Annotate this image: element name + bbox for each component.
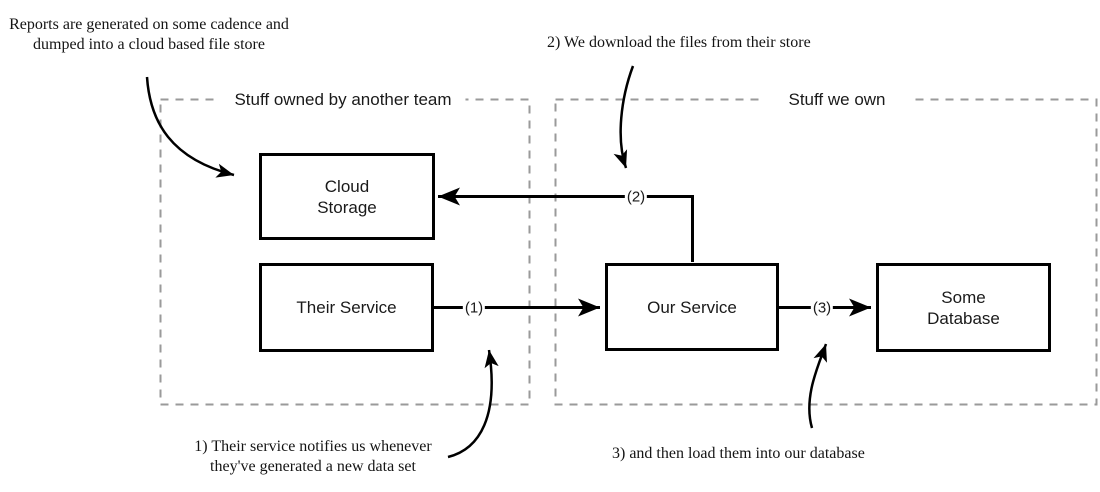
connector-3-label: (3): [810, 299, 834, 317]
zone-box-we-own: [554, 98, 1098, 406]
annotation-reports-curved-arrow: [145, 76, 235, 178]
annotation-step3-curved-arrow: [808, 343, 828, 429]
node-some-database: Some Database: [876, 263, 1051, 352]
connector-1-label: (1): [462, 299, 486, 317]
zone-label-another-team: Stuff owned by another team: [220, 89, 466, 110]
node-cloud-storage: Cloud Storage: [259, 153, 435, 240]
node-our-service: Our Service: [605, 263, 779, 351]
zone-label-we-own: Stuff we own: [760, 89, 914, 110]
connector-2-arrow: [438, 187, 694, 262]
annotation-step2-text: 2) We download the files from their stor…: [547, 34, 811, 51]
annotation-step2-curved-arrow: [613, 65, 635, 169]
node-their-service: Their Service: [259, 263, 434, 352]
annotation-step3-text: 3) and then load them into our database: [612, 445, 865, 462]
annotation-reports-text: Reports are generated on some cadence an…: [9, 16, 289, 53]
connector-2-label: (2): [624, 188, 648, 206]
zone-box-another-team: [159, 98, 531, 406]
annotation-step1-curved-arrow: [447, 349, 499, 459]
annotation-step1-text: 1) Their service notifies us whenever th…: [194, 438, 432, 475]
